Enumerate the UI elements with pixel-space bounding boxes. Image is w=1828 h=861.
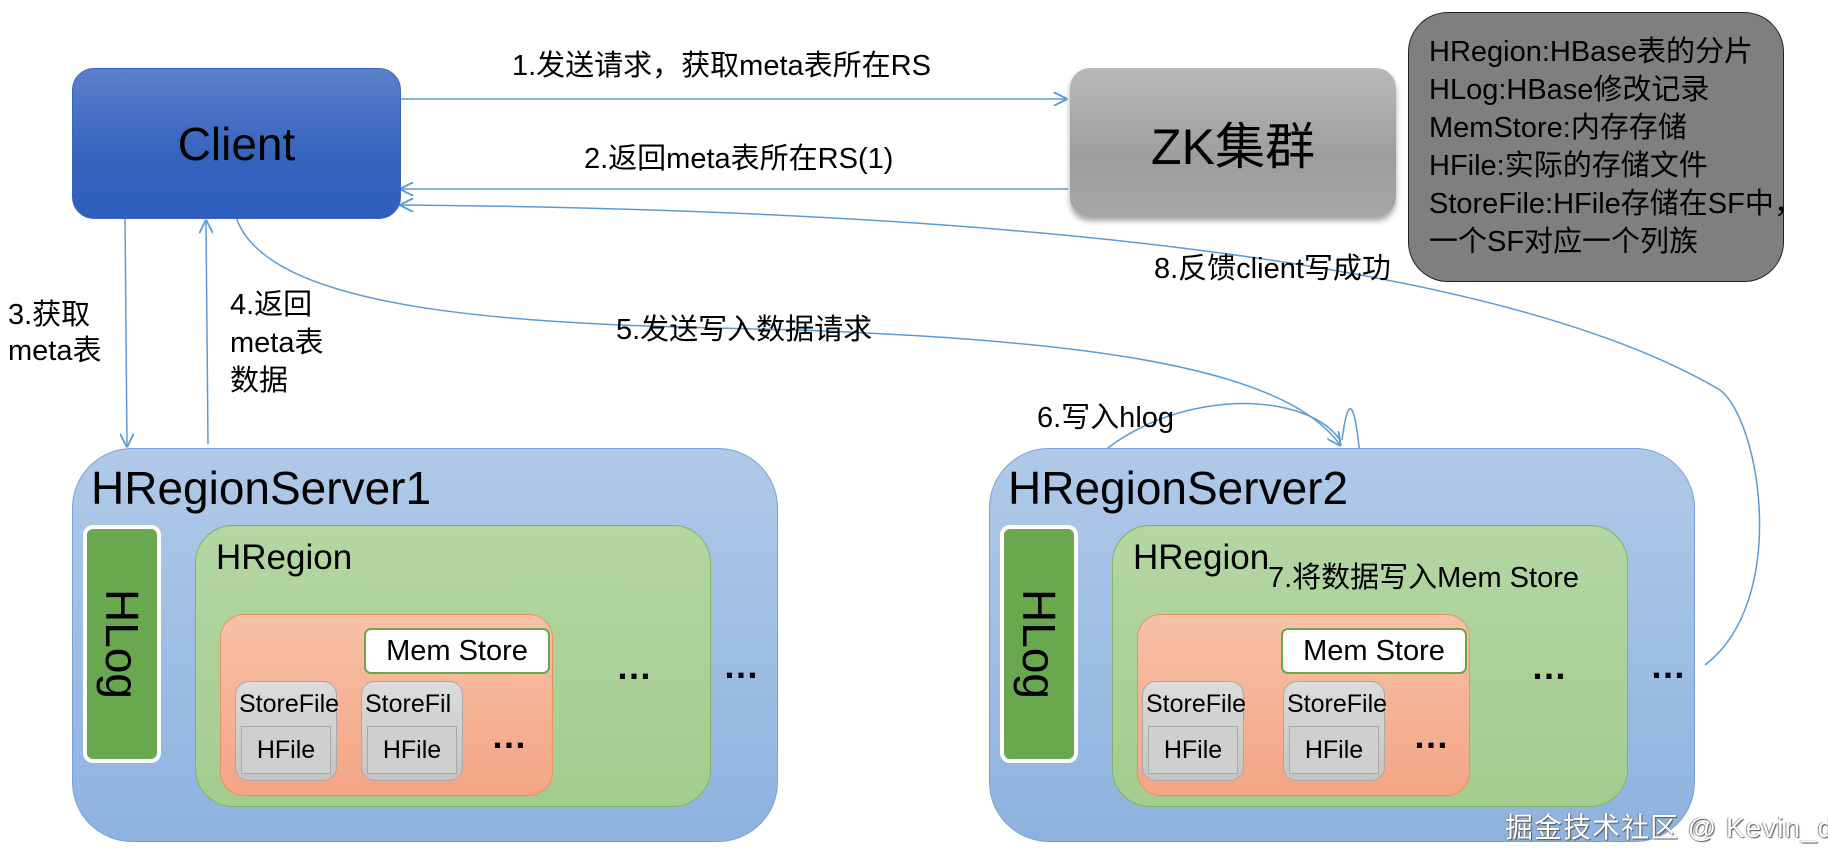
step6-label: 6.写入hlog xyxy=(1037,402,1175,434)
legend-item: HRegion:HBase表的分片 xyxy=(1429,36,1753,68)
hlog-block[interactable]: HLog xyxy=(83,525,161,763)
step3-line: 3.获取 xyxy=(8,299,91,331)
memstore-block[interactable]: Mem Store xyxy=(364,628,550,674)
storefile-label: StoreFile xyxy=(1287,690,1388,718)
storefile-block[interactable]: StoreFil HFile xyxy=(361,681,463,781)
hlog-label: HLog xyxy=(1013,589,1065,699)
ellipsis: … xyxy=(1413,715,1451,756)
step7-label: 7.将数据写入Mem Store xyxy=(1268,562,1579,594)
client-label: Client xyxy=(177,117,296,170)
client-node[interactable]: Client xyxy=(72,68,401,219)
hfile-block[interactable]: HFile xyxy=(241,726,331,774)
ellipsis: … xyxy=(1650,645,1688,686)
hregion-block[interactable]: HRegion Mem Store StoreFile HFile StoreF… xyxy=(195,525,711,807)
hfile-block[interactable]: HFile xyxy=(1289,726,1379,774)
storefile-label: StoreFil xyxy=(365,690,452,718)
memstore-block[interactable]: Mem Store xyxy=(1281,628,1467,674)
step4-line: 4.返回 xyxy=(230,289,313,321)
legend-item: MemStore:内存存储 xyxy=(1429,112,1687,144)
hregion-block[interactable]: HRegion Mem Store StoreFile HFile StoreF… xyxy=(1112,525,1628,807)
hfile-block[interactable]: HFile xyxy=(367,726,457,774)
step1-label: 1.发送请求，获取meta表所在RS xyxy=(512,50,931,82)
hfile-block[interactable]: HFile xyxy=(1148,726,1238,774)
ellipsis: … xyxy=(491,715,529,756)
step4-label: 4.返回 meta表 数据 xyxy=(230,286,323,400)
region-server-2[interactable]: HRegionServer2 HLog HRegion Mem Store St… xyxy=(989,448,1695,842)
hlog-block[interactable]: HLog xyxy=(1000,525,1078,763)
region-server-1[interactable]: HRegionServer1 HLog HRegion Mem Store St… xyxy=(72,448,778,842)
ellipsis: … xyxy=(723,645,761,686)
storefile-label: StoreFile xyxy=(239,690,340,718)
ellipsis: … xyxy=(1531,646,1569,687)
hregion-title: HRegion xyxy=(1133,538,1270,577)
storefile-label: StoreFile xyxy=(1146,690,1247,718)
step8-label: 8.反馈client写成功 xyxy=(1154,253,1391,285)
zk-cluster-label: ZK集群 xyxy=(1151,118,1315,175)
store-block[interactable]: Mem Store StoreFile HFile StoreFile HFil… xyxy=(1137,614,1470,796)
hregion-title: HRegion xyxy=(216,538,353,577)
hlog-label: HLog xyxy=(96,589,148,699)
server-title: HRegionServer1 xyxy=(91,462,432,514)
storefile-block[interactable]: StoreFile HFile xyxy=(235,681,340,781)
legend-item: HLog:HBase修改记录 xyxy=(1429,74,1710,106)
arrow-step4 xyxy=(206,221,208,445)
arrow-step3 xyxy=(125,216,127,446)
watermark: 掘金技术社区 @ Kevin_du xyxy=(1505,812,1828,843)
step3-line: meta表 xyxy=(8,335,102,367)
storefile-block[interactable]: StoreFile HFile xyxy=(1142,681,1247,781)
ellipsis: … xyxy=(616,646,654,687)
store-block[interactable]: Mem Store StoreFile HFile StoreFil HFile… xyxy=(220,614,553,796)
step4-line: meta表 xyxy=(230,327,324,359)
step3-label: 3.获取 meta表 xyxy=(8,297,101,369)
legend-item: StoreFile:HFile存储在SF中， xyxy=(1429,188,1803,220)
step5-label: 5.发送写入数据请求 xyxy=(616,314,873,346)
legend-item: 一个SF对应一个列族 xyxy=(1429,226,1699,258)
legend-box: HRegion:HBase表的分片 HLog:HBase修改记录 MemStor… xyxy=(1408,12,1803,282)
zk-cluster-node[interactable]: ZK集群 xyxy=(1070,68,1396,217)
storefile-block[interactable]: StoreFile HFile xyxy=(1283,681,1388,781)
step2-label: 2.返回meta表所在RS(1) xyxy=(584,143,894,175)
legend-item: HFile:实际的存储文件 xyxy=(1429,150,1708,182)
server-title: HRegionServer2 xyxy=(1008,462,1349,514)
step4-line: 数据 xyxy=(230,365,289,397)
